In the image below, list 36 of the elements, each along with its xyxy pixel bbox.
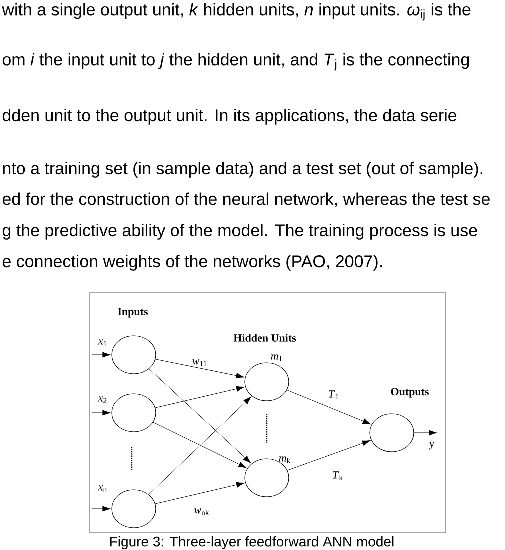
paragraph-line: with a single output unit, k hidden units, n input units. ω$_{ij}$ is the bbox=[2, 3, 471, 21]
paragraph-line: nto a training set (in sample data) and a test set (out of sample). bbox=[3, 162, 482, 178]
paragraph-line: ed for the construction of the neural network, whereas the test se bbox=[2, 192, 490, 208]
arrow bbox=[155, 359, 244, 379]
arrow bbox=[92, 506, 111, 512]
arrow bbox=[155, 386, 245, 408]
arrow bbox=[155, 482, 245, 504]
neuron-circle bbox=[370, 414, 414, 452]
edge-label: w$_{nk}$ bbox=[194, 508, 210, 516]
edge-label: T$_{k}$ bbox=[333, 472, 344, 480]
arrow bbox=[153, 422, 247, 468]
neuron-circle bbox=[112, 394, 156, 432]
arrow bbox=[414, 430, 438, 436]
paragraph-line: dden unit to the output unit. In its applications, the data serie bbox=[2, 109, 457, 125]
edge-label: y bbox=[429, 442, 435, 450]
edge-label: x$_{2}$ bbox=[98, 396, 107, 404]
neuron-circle bbox=[112, 490, 156, 528]
arrow bbox=[92, 352, 111, 358]
edge-label: x$_{n}$ bbox=[98, 486, 107, 492]
arrow bbox=[92, 410, 111, 416]
neuron-circle bbox=[244, 458, 290, 498]
paragraph-line: e connection weights of the networks (PAO, 2007). bbox=[2, 255, 382, 271]
arrow bbox=[286, 390, 371, 425]
edge-label: x$_{1}$ bbox=[98, 340, 107, 346]
figure-caption: Figure 3: Three-layer feedforward ANN model bbox=[110, 536, 394, 550]
arrow bbox=[149, 368, 252, 464]
neuron-circle bbox=[244, 362, 290, 402]
neuron-circle bbox=[112, 336, 156, 374]
paragraph-line: om i the input unit to j the hidden unit, and T$_{j}$ is the connecting bbox=[2, 53, 470, 71]
edge-label: T$_{1}$ bbox=[329, 390, 339, 400]
arrow bbox=[287, 440, 371, 471]
unit-label: m$_{k}$ bbox=[279, 456, 291, 464]
paragraph-line: g the predictive ability of the model. The training process is use bbox=[2, 224, 478, 240]
arrow bbox=[148, 396, 252, 495]
edge-label: w$_{11}$ bbox=[192, 360, 207, 366]
unit-label: m$_{1}$ bbox=[271, 354, 282, 362]
